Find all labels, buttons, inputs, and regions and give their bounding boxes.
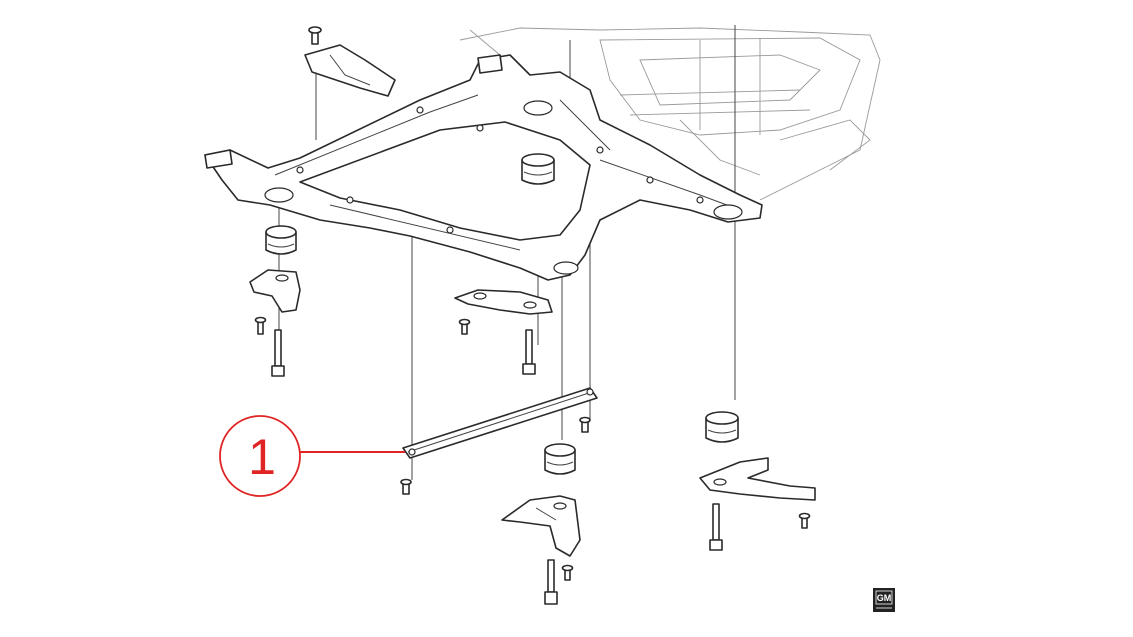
left-front-bushing (265, 225, 297, 255)
left-front-bracket (249, 269, 301, 313)
upper-bracket (304, 26, 396, 97)
stabilizer-bar-reinforcement (402, 387, 598, 459)
reinforcement-bolts (400, 416, 591, 495)
center-front-bracket (454, 289, 553, 315)
center-rear-bracket (501, 495, 581, 557)
right-rear-bracket (699, 457, 816, 501)
right-rear-bushing (705, 411, 739, 443)
left-bolts (254, 316, 285, 377)
subframe-cradle (204, 54, 763, 281)
vehicle-body-structure (459, 27, 881, 201)
gm-logo-text: GM (877, 593, 892, 603)
gm-logo: GM (873, 588, 895, 612)
right-rear-bolts (709, 503, 811, 551)
center-bolts (458, 318, 536, 375)
center-rear-bushing (544, 443, 576, 475)
callout-number: 1 (248, 429, 276, 485)
center-upper-bushing (521, 153, 555, 185)
callout-1: 1 (219, 415, 405, 497)
callout-circle (219, 415, 301, 497)
center-rear-bolts (544, 559, 574, 605)
